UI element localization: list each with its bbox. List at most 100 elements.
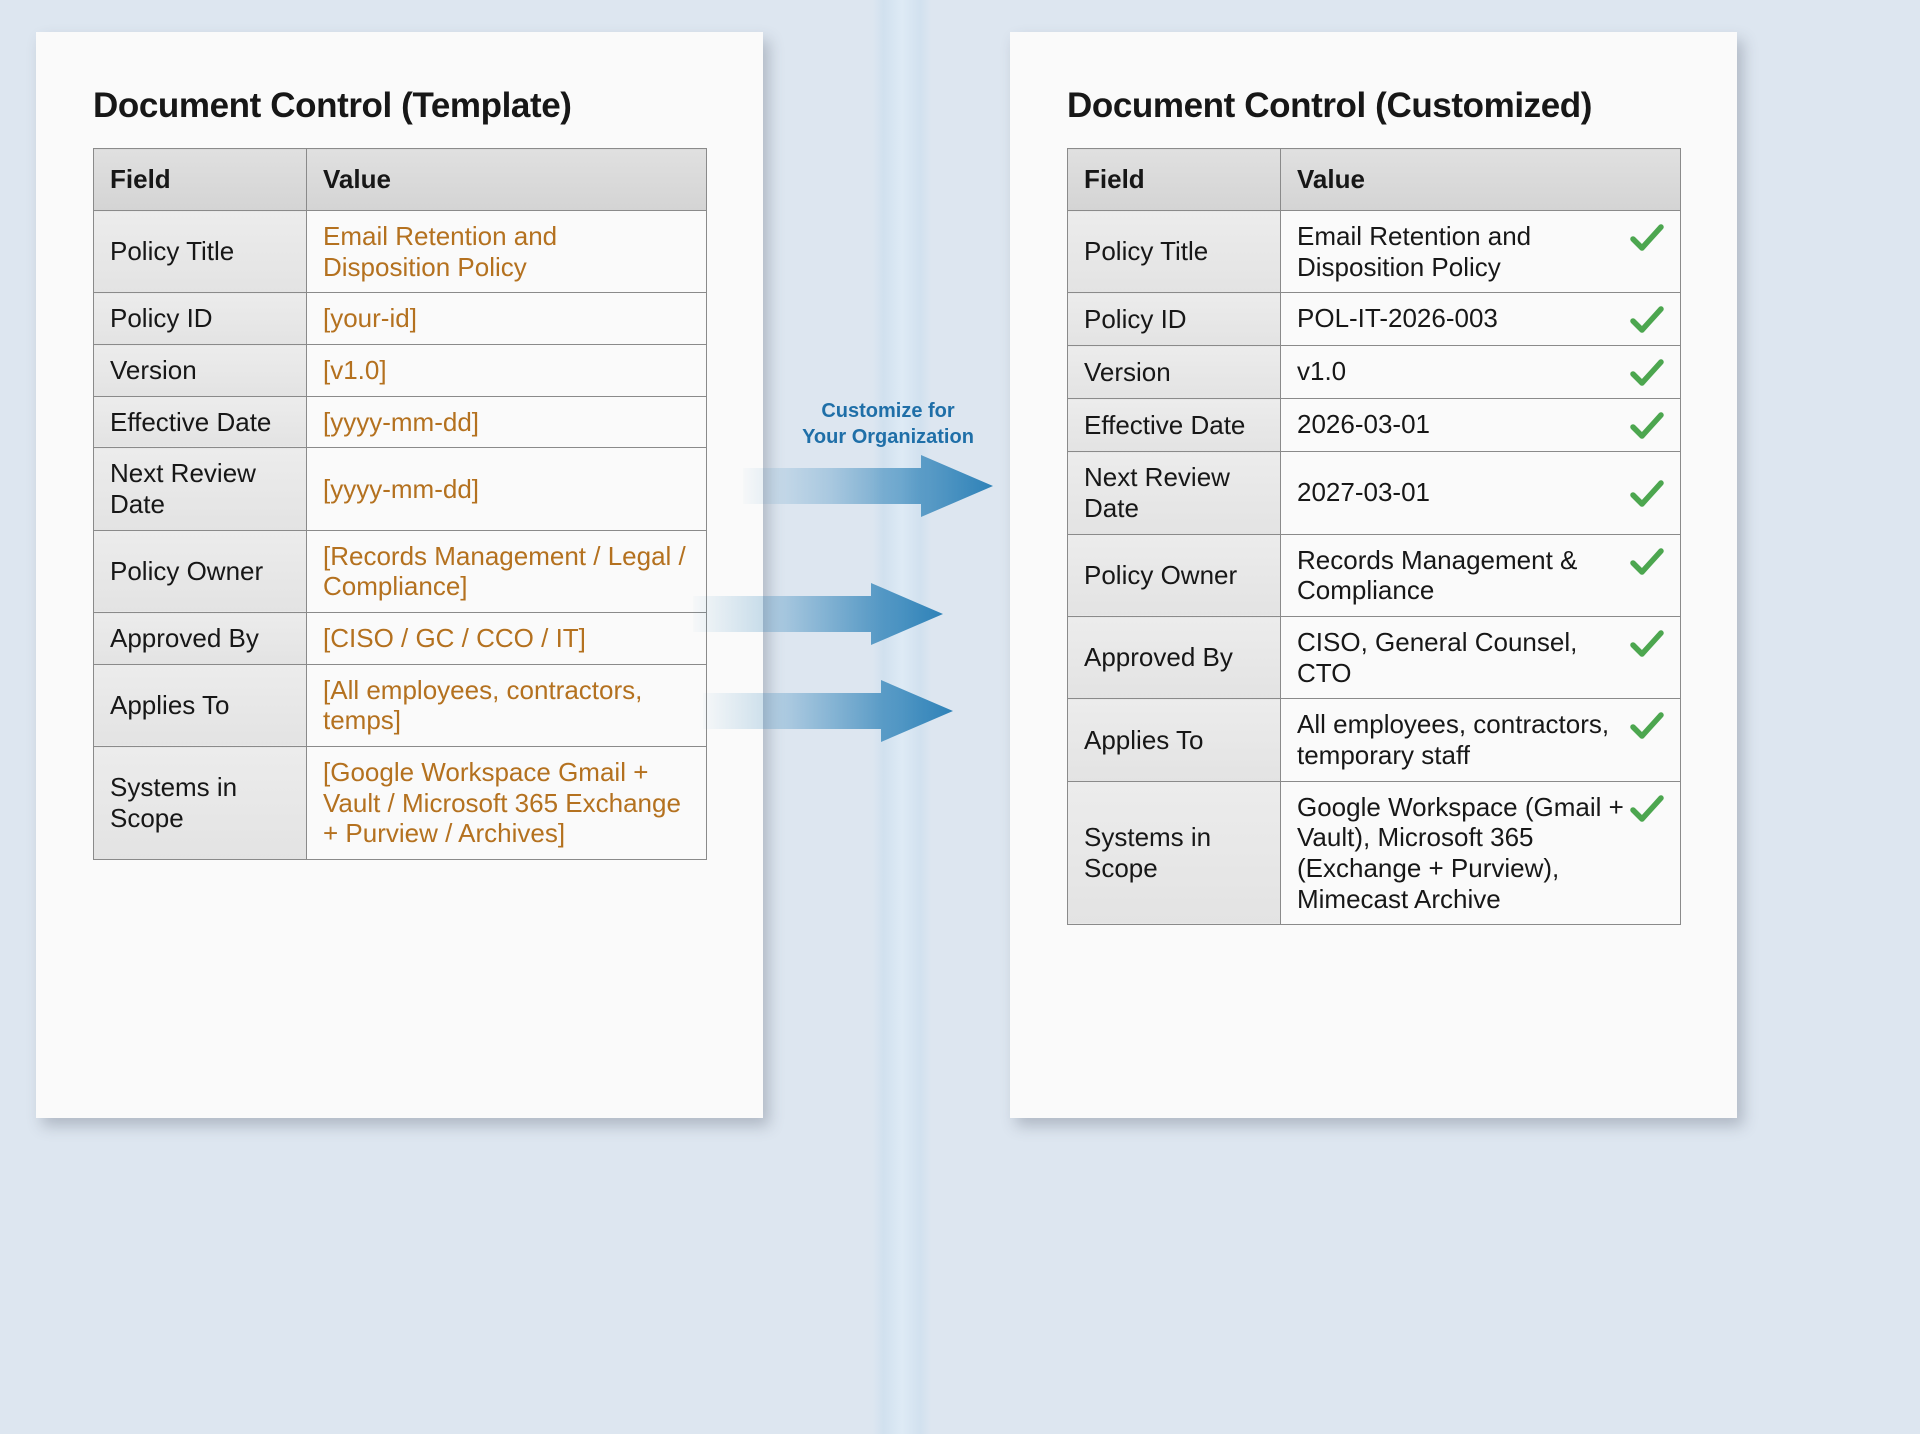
arrow-2	[693, 583, 943, 645]
value-text: Google Workspace (Gmail + Vault), Micros…	[1297, 791, 1624, 914]
table-header-row: Field Value	[1067, 148, 1681, 211]
value-cell: Records Management & Compliance	[1280, 533, 1681, 618]
value-cell: [your-id]	[306, 292, 707, 346]
template-card: Document Control (Template) Field Value …	[36, 32, 763, 1118]
value-text: All employees, contractors, temporary st…	[1297, 709, 1610, 771]
field-cell: Version	[93, 344, 307, 397]
value-cell: [yyyy-mm-dd]	[306, 447, 707, 531]
customized-card: Document Control (Customized) Field Valu…	[1010, 32, 1737, 1118]
field-cell: Version	[1067, 345, 1281, 400]
value-text: 2027-03-01	[1297, 477, 1430, 508]
col-header-value: Value	[306, 148, 707, 211]
left-panel-title: Document Control (Template)	[93, 86, 572, 125]
field-cell: Approved By	[93, 612, 307, 665]
value-wrapper: Email Retention and Disposition Policy	[1297, 221, 1664, 282]
field-cell: Policy ID	[1067, 292, 1281, 347]
value-cell: All employees, contractors, temporary st…	[1280, 698, 1681, 782]
field-cell: Applies To	[93, 663, 307, 748]
field-cell: Approved By	[1067, 616, 1281, 700]
value-cell: Google Workspace (Gmail + Vault), Micros…	[1280, 780, 1681, 926]
check-icon	[1630, 358, 1664, 388]
value-text: POL-IT-2026-003	[1297, 303, 1498, 334]
table-row: Policy Owner Records Management & Complia…	[1067, 533, 1681, 618]
check-icon	[1630, 794, 1664, 824]
field-cell: Policy Title	[93, 209, 307, 294]
check-icon	[1630, 223, 1664, 253]
customize-connector: Customize for Your Organization	[693, 0, 1013, 1434]
check-icon	[1630, 305, 1664, 335]
value-cell: Email Retention and Disposition Policy	[306, 209, 707, 294]
value-cell: CISO, General Counsel, CTO	[1280, 616, 1681, 700]
check-icon	[1630, 711, 1664, 741]
customized-table: Field Value Policy Title Email Retention …	[1067, 148, 1681, 926]
table-row: Effective Date 2026-03-01	[1067, 398, 1681, 453]
arrow-1	[743, 455, 993, 517]
table-row: Applies To[All employees, contractors, t…	[93, 663, 707, 748]
table-row: Version v1.0	[1067, 345, 1681, 400]
arrow-3	[703, 680, 953, 742]
value-wrapper: All employees, contractors, temporary st…	[1297, 709, 1664, 770]
value-cell: 2026-03-01	[1280, 398, 1681, 453]
table-row: Next Review Date[yyyy-mm-dd]	[93, 447, 707, 531]
value-cell: [Records Management / Legal / Compliance…	[306, 529, 707, 614]
table-row: Policy Title Email Retention and Disposit…	[1067, 209, 1681, 294]
value-wrapper: CISO, General Counsel, CTO	[1297, 627, 1664, 688]
table-row: Applies To All employees, contractors, te…	[1067, 698, 1681, 782]
value-wrapper: Google Workspace (Gmail + Vault), Micros…	[1297, 792, 1664, 915]
field-cell: Next Review Date	[1067, 451, 1281, 535]
table-header-row: Field Value	[93, 148, 707, 211]
value-text: Email Retention and Disposition Policy	[1297, 221, 1532, 282]
value-wrapper: POL-IT-2026-003	[1297, 303, 1664, 335]
col-header-field: Field	[1067, 148, 1281, 211]
value-wrapper: Records Management & Compliance	[1297, 545, 1664, 606]
value-cell: 2027-03-01	[1280, 451, 1681, 535]
table-row: Version[v1.0]	[93, 344, 707, 397]
connector-label-line1: Customize for	[821, 400, 955, 422]
value-cell: v1.0	[1280, 345, 1681, 400]
field-cell: Policy ID	[93, 292, 307, 346]
field-cell: Effective Date	[1067, 398, 1281, 453]
value-text: CISO, General Counsel, CTO	[1297, 627, 1578, 688]
field-cell: Next Review Date	[93, 447, 307, 531]
field-cell: Policy Title	[1067, 209, 1281, 294]
table-row: Approved By CISO, General Counsel, CTO	[1067, 616, 1681, 700]
check-icon	[1630, 479, 1664, 509]
value-wrapper: 2027-03-01	[1297, 477, 1664, 509]
table-row: Systems in Scope[Google Workspace Gmail …	[93, 746, 707, 861]
value-cell: [Google Workspace Gmail + Vault / Micros…	[306, 746, 707, 861]
table-row: Policy ID[your-id]	[93, 292, 707, 346]
table-row: Policy Owner[Records Management / Legal …	[93, 529, 707, 614]
value-cell: [CISO / GC / CCO / IT]	[306, 612, 707, 665]
value-text: 2026-03-01	[1297, 409, 1430, 440]
table-row: Effective Date[yyyy-mm-dd]	[93, 395, 707, 449]
table-row: Policy ID POL-IT-2026-003	[1067, 292, 1681, 347]
value-text: v1.0	[1297, 356, 1347, 387]
table-row: Approved By[CISO / GC / CCO / IT]	[93, 612, 707, 665]
field-cell: Systems in Scope	[93, 746, 307, 861]
check-icon	[1630, 547, 1664, 577]
field-cell: Effective Date	[93, 395, 307, 449]
field-cell: Policy Owner	[93, 529, 307, 614]
col-header-field: Field	[93, 148, 307, 211]
value-cell: [yyyy-mm-dd]	[306, 395, 707, 449]
value-cell: POL-IT-2026-003	[1280, 292, 1681, 347]
check-icon	[1630, 629, 1664, 659]
right-panel-title: Document Control (Customized)	[1067, 86, 1593, 125]
check-icon	[1630, 411, 1664, 441]
field-cell: Applies To	[1067, 698, 1281, 782]
field-cell: Policy Owner	[1067, 533, 1281, 618]
field-cell: Systems in Scope	[1067, 780, 1281, 926]
value-text: Records Management & Compliance	[1297, 544, 1578, 606]
connector-label: Customize for Your Organization	[763, 398, 1013, 450]
value-cell: [All employees, contractors, temps]	[306, 663, 707, 748]
table-row: Next Review Date 2027-03-01	[1067, 451, 1681, 535]
col-header-value: Value	[1280, 148, 1681, 211]
value-wrapper: 2026-03-01	[1297, 409, 1664, 441]
value-wrapper: v1.0	[1297, 356, 1664, 388]
value-cell: [v1.0]	[306, 344, 707, 397]
value-cell: Email Retention and Disposition Policy	[1280, 209, 1681, 294]
